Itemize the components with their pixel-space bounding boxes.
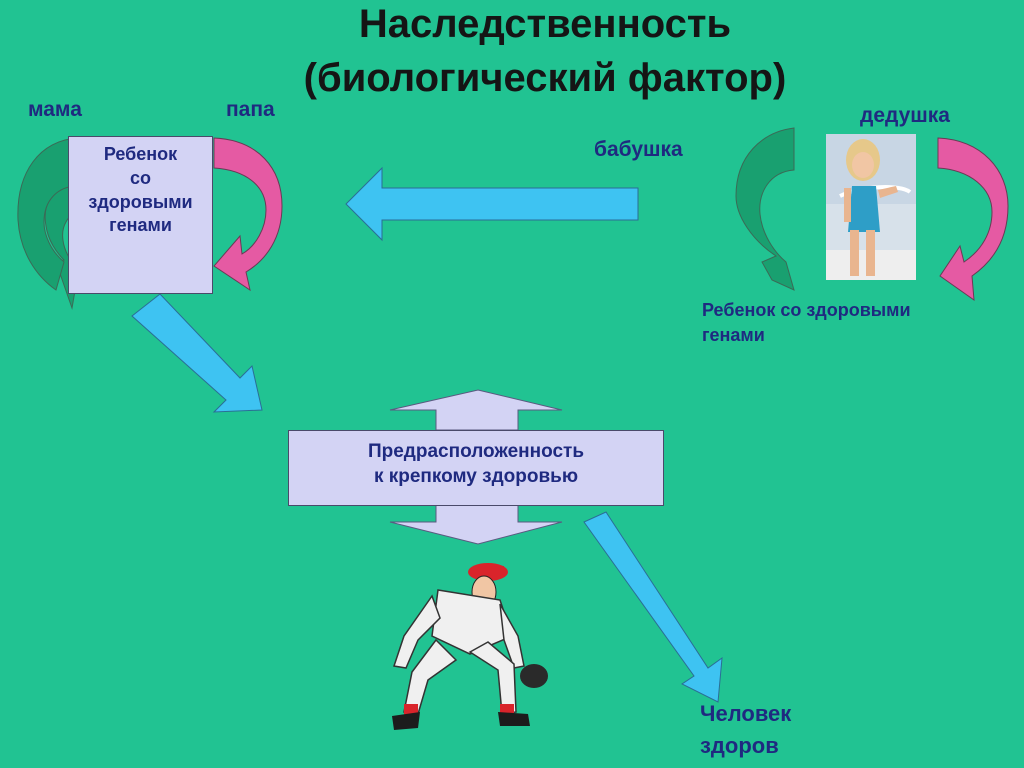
father-label: папа [226,98,275,121]
grandfather-label: дедушка [860,104,950,127]
father-curved-arrow [213,137,283,292]
diagonal-arrow-to-outcome [583,511,723,703]
grandfather-curved-arrow [937,137,1009,302]
left-pointing-arrow [345,166,639,242]
child-box: Ребенок со здоровыми генами [68,136,213,294]
child-box-text: Ребенок со здоровыми генами [88,144,193,236]
grandmother-label: бабушка [594,138,683,161]
slide-title-line1: Наследственность [358,2,732,46]
diagonal-arrow-to-predisposition [131,293,263,413]
outcome-text: Человек здоров [700,701,792,758]
grandmother-curved-arrow [735,127,795,291]
predisposition-text: Предрасположенность к крепкому здоровью [367,441,585,488]
up-down-arrow [389,389,563,431]
mother-label: мама [28,98,82,121]
predisposition-box: Предрасположенность к крепкому здоровью [288,430,664,506]
baseball-player-illustration [392,563,548,730]
child-photo [826,134,916,280]
right-child-caption: Ребенок со здоровыми генами [702,300,911,346]
slide-title-line2: (биологический фактор) [303,56,787,100]
